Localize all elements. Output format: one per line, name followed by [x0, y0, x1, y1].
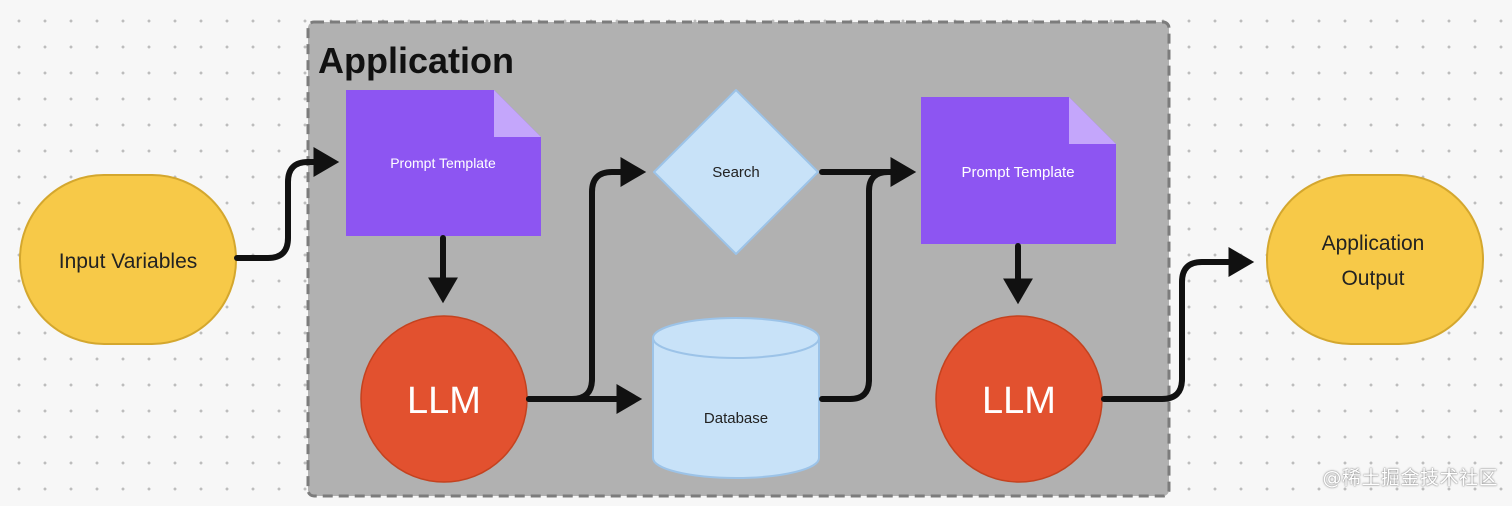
database-label: Database	[704, 410, 768, 427]
arrow-llm-2-to-output	[1101, 247, 1255, 402]
watermark: @稀土掘金技术社区	[1322, 467, 1498, 489]
llm-2-node: LLM	[935, 315, 1103, 483]
application-output-node: Application Output	[1266, 174, 1484, 345]
input-variables-label: Input Variables	[59, 250, 198, 273]
prompt-template-2-label: Prompt Template	[961, 164, 1074, 181]
llm-2-label: LLM	[982, 380, 1056, 422]
input-variables-node: Input Variables	[19, 174, 237, 345]
prompt-template-1-label: Prompt Template	[390, 155, 496, 171]
application-container-title: Application	[318, 40, 514, 81]
llm-1-label: LLM	[407, 380, 481, 422]
application-output-label-line1: Application	[1322, 232, 1425, 255]
prompt-template-2-node: Prompt Template	[921, 97, 1116, 244]
application-output-label-line2: Output	[1341, 267, 1404, 290]
arrow-database-to-prompt-2	[819, 169, 897, 402]
llm-1-node: LLM	[360, 315, 528, 483]
arrow-input-to-prompt-1	[234, 147, 340, 261]
search-node: Search	[653, 89, 819, 255]
database-node: Database	[652, 317, 820, 479]
prompt-template-1-node: Prompt Template	[346, 90, 541, 236]
search-label: Search	[712, 164, 760, 181]
